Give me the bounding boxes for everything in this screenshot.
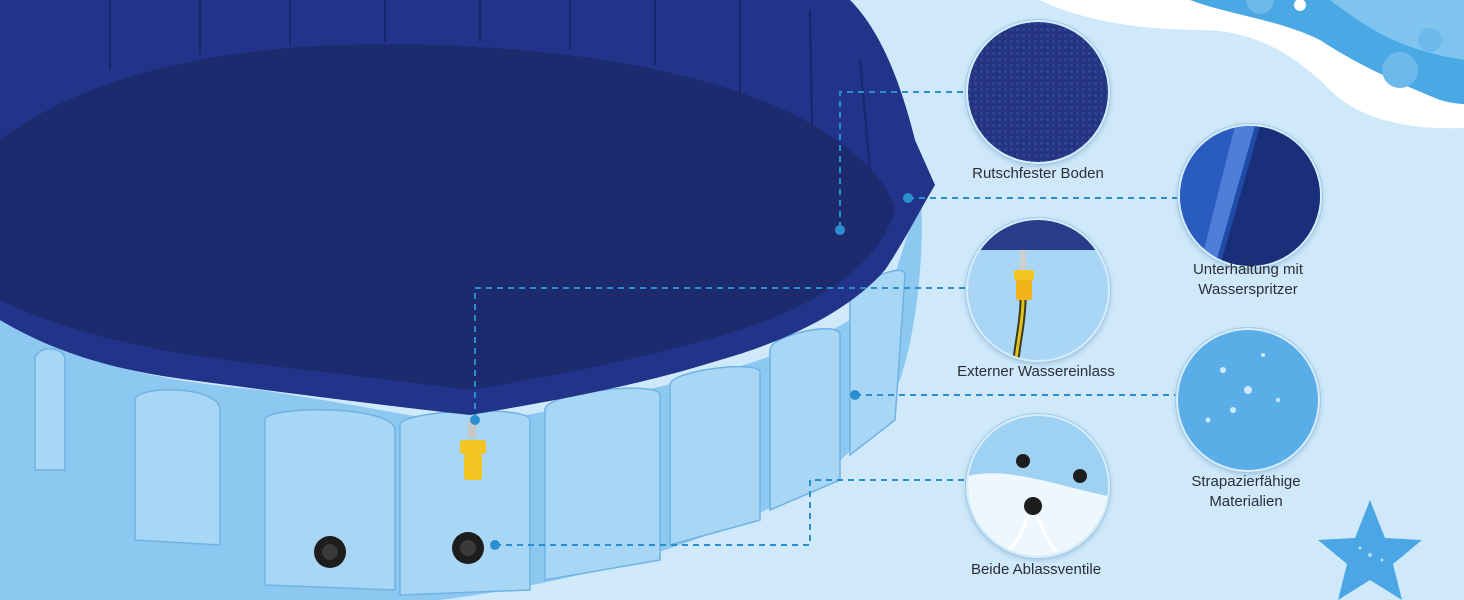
drain-valve-left [314, 536, 346, 568]
drain-valve-right [452, 532, 484, 564]
water-sprayer-label-line2: Wasserspritzer [1198, 281, 1298, 298]
non-slip-floor-image [966, 20, 1110, 164]
water-sprayer-image [1178, 124, 1322, 268]
durable-material-image [1176, 328, 1320, 472]
starfish-decoration [1318, 500, 1422, 600]
durable-material-label-line1: Strapazierfähige [1191, 473, 1301, 490]
water-splash-decoration [1040, 0, 1464, 129]
durable-material-label-line2: Materialien [1209, 493, 1283, 510]
durable-material-label: Strapazierfähige Materialien [1146, 472, 1346, 512]
water-inlet-connector [460, 420, 486, 480]
water-inlet-label: Externer Wassereinlass [957, 363, 1115, 380]
drain-valves-image [966, 414, 1110, 558]
water-inlet-image [966, 218, 1110, 362]
water-sprayer-label: Unterhaltung mit Wasserspritzer [1148, 260, 1348, 300]
non-slip-floor-label: Rutschfester Boden [972, 165, 1104, 182]
callout-lines [474, 91, 1180, 546]
drain-valves-label: Beide Ablassventile [970, 561, 1102, 578]
water-sprayer-label-line1: Unterhaltung mit [1192, 261, 1304, 278]
